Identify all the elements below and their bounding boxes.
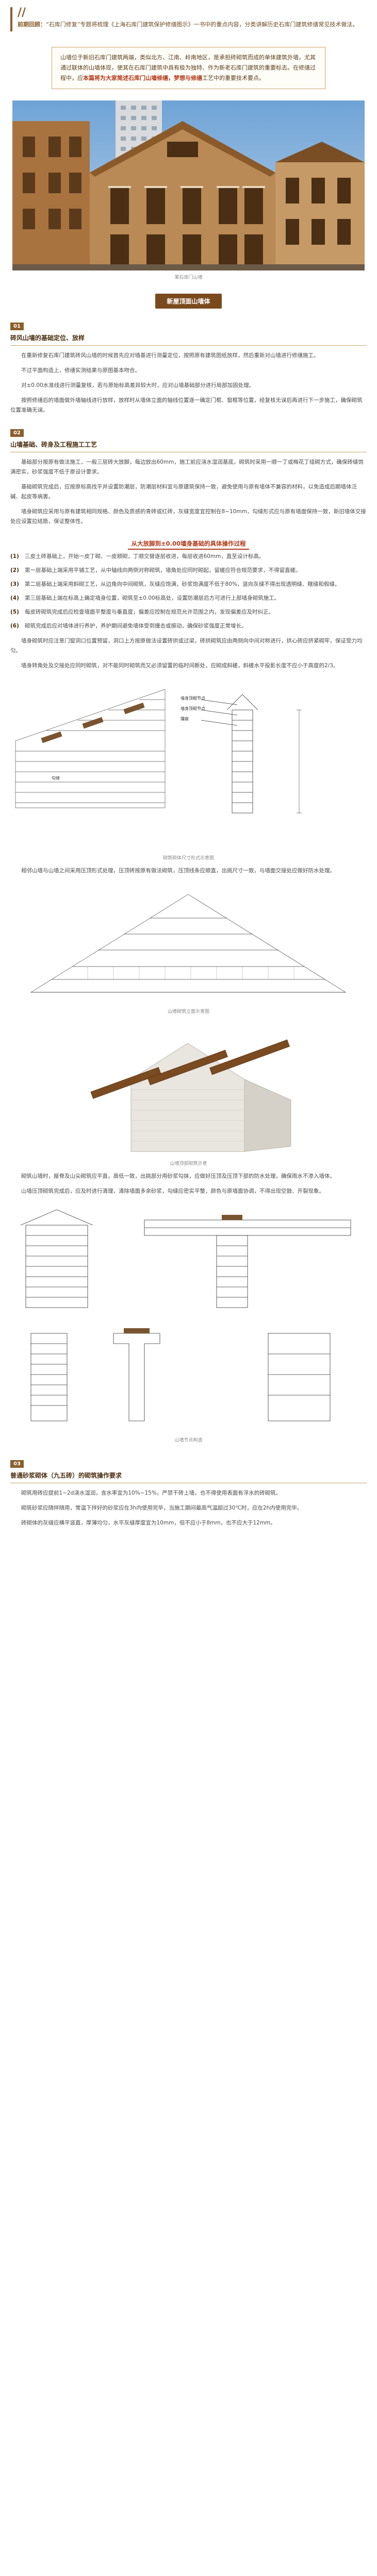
- subsection-03-title: 普通砂浆砌体（九五砖）的砌筑操作要求: [10, 1471, 367, 1483]
- summary-box: 山墙位于新旧石库门建筑两端，类似北方、江南、岭南地区，是承担砖砌筑而成的单体建筑…: [52, 47, 325, 89]
- step-text: 每皮砖砌筑完成后应检查墙面平整度与垂直度，偏差应控制在规范允许范围之内，发现偏差…: [25, 609, 274, 615]
- photo-caption: 某石库门山墙: [174, 275, 203, 280]
- gable-elevation-svg: [10, 884, 367, 1003]
- subsection-01-title: 砖风山墙的基础定位、放样: [10, 333, 367, 346]
- drawing3-caption: 山墙节点构造: [174, 1438, 203, 1443]
- s01-paragraph: 在重新修复石库门建筑砖风山墙的时候首先应对墙基进行测量定位，按照原有建筑图纸放样…: [21, 352, 319, 359]
- step-item: (1) 三皮土砖基础上，开始一皮丁砌、一皮顺砌，丁顺交替逐层收进，每层收进60mm…: [10, 552, 367, 562]
- intro-text: 前期回顾：“石库门修复”专题将梳理《上海石库门建筑保护修缮图示》一书中的重点内容…: [18, 18, 358, 31]
- section-banner: 新屋顶面山墙体: [0, 294, 377, 309]
- s02-paragraph: 墙身砌筑应采用与原有建筑相同规格、颜色及质感的青砖或红砖，灰缝宽度宜控制在8~1…: [10, 509, 366, 524]
- drawing-label: 镶嵌: [181, 716, 189, 721]
- step-text: 砌筑完成后应对墙体进行养护，养护期间避免墙体受到撞击或振动，确保砂浆强度正常增长…: [25, 623, 247, 629]
- step-text: 第三层基础上端在标高上确定墙身位置，砌筑至±0.00标高处，设置防潮层后方可进行…: [25, 595, 280, 601]
- s03-paragraph: 砌筑砂浆应随拌随用，常温下拌好的砂浆应在3h内使用完毕，当施工期间最高气温超过3…: [21, 1505, 303, 1511]
- drawing-label: 墙身顶砌节点: [181, 706, 205, 711]
- mid-paragraph: 山墙压顶砌筑完成后，应及时进行清理，清除墙面多余砂浆，勾缝应密实平整，颜色与原墙…: [21, 1188, 324, 1194]
- render1-caption: 山墙顶部砌筑示意: [170, 1161, 207, 1166]
- building-photo-illustration: [12, 100, 365, 270]
- s01-paragraph: 不过平面构造上，修缮实测结果与原图基本吻合。: [21, 367, 140, 374]
- subsection-01-header: 01 砖风山墙的基础定位、放样: [10, 320, 367, 346]
- step-number: (5): [10, 609, 19, 615]
- step-item: (2) 第一层基础上端采用平铺工艺，从中轴线向两侧对称砌筑，墙角处应同时砌起，留槎…: [10, 566, 367, 575]
- drawing2-caption: 山墙砌筑立面示意图: [167, 1009, 209, 1014]
- steps-title-text: 从大放脚到±0.00墙身基础的具体操作过程: [128, 540, 249, 550]
- summary-highlight: 本篇将为大家简述石库门山墙修缮，梦想与修缮: [83, 75, 202, 81]
- step-number: (6): [10, 623, 19, 629]
- intro-block: // 前期回顾：“石库门修复”专题将梳理《上海石库门建筑保护修缮图示》一书中的重…: [10, 7, 367, 31]
- gable-node-drawing: 山墙节点构造: [10, 1205, 367, 1443]
- step-item: (6) 砌筑完成后应对墙体进行养护，养护期间避免墙体受到撞击或振动，确保砂浆强度正…: [10, 621, 367, 631]
- s03-paragraph: 砌筑用砖应提前1~2d浇水湿润，含水率宜为10%~15%，严禁干砖上墙，也不得使…: [21, 1490, 282, 1496]
- step-number: (4): [10, 595, 19, 601]
- subsection-03-header: 03 普通砂浆砌体（九五砖）的砌筑操作要求: [10, 1458, 367, 1483]
- step-item: (4) 第三层基础上端在标高上确定墙身位置，砌筑至±0.00标高处，设置防潮层后方…: [10, 594, 367, 603]
- drawing-label: 勾缝: [52, 775, 60, 781]
- step-text: 第一层基础上端采用平铺工艺，从中轴线向两侧对称砌筑，墙角处应同时砌起，留槎应符合…: [25, 567, 301, 573]
- s02-paragraph: 基础部分按原有做法施工，一般三层砖大放脚，每边放出60mm，施工前应浇水湿润基底…: [10, 459, 364, 475]
- summary-text-b: 工艺中的重要技术要点。: [202, 75, 265, 81]
- gable-render: [0, 1023, 377, 1157]
- steps-title: 从大放脚到±0.00墙身基础的具体操作过程: [0, 538, 377, 550]
- building-photo: [12, 100, 365, 270]
- intro-accent-bar: [10, 7, 12, 31]
- gable-render-svg: [12, 1023, 365, 1157]
- step-number: (2): [10, 567, 19, 573]
- s02-paragraph: 墙身转角处及交接处应同时砌筑，对不能同时砌筑而又必须留置的临时间断处，应砌成斜槎…: [21, 663, 339, 669]
- s01-paragraph: 按照修缮后的墙面做外墙轴线进行放样，放样时从墙体立面的轴线位置逐一确定门框、窗框…: [10, 397, 363, 413]
- subsection-02-number: 02: [10, 429, 24, 437]
- step-number: (1): [10, 553, 19, 560]
- subsection-02-header: 02 山墙基础、砖身及工程施工工艺: [10, 427, 367, 452]
- subsection-01-number: 01: [10, 323, 24, 330]
- s03-paragraph: 砖砌体的灰缝应横平竖直，厚薄均匀，水平灰缝厚度宜为10mm，但不应小于8mm，也…: [21, 1520, 276, 1526]
- mid-paragraph: 砌筑山墙时，屋脊及山尖砌筑应平直，高低一致，出挑部分用砂浆勾抹，应做好压顶及压顶…: [21, 1173, 335, 1179]
- step-text: 三皮土砖基础上，开始一皮丁砌、一皮顺砌，丁顺交替逐层收进，每层收进60mm，直至…: [25, 553, 265, 560]
- subsection-03-number: 03: [10, 1460, 24, 1468]
- summary-text-a: 山墙位于新旧石库门建筑两端，类似北方、江南、岭南地区，是承担砖砌筑而成的单体建筑…: [60, 54, 316, 81]
- s01-paragraph: 对±0.00水准线进行测量复核，若与原始标高差异较大时，应对山墙基础部分进行局部…: [21, 382, 255, 388]
- drawing1-caption: 砌筑砌体尺寸形式示意图: [162, 856, 214, 861]
- step-text: 第二层基础上端采用斜砌工艺，从边角向中间砌筑，灰缝应饱满，砂浆饱满度不低于80%…: [25, 581, 340, 587]
- subsection-02-title: 山墙基础、砖身及工程施工工艺: [10, 440, 367, 452]
- step-number: (3): [10, 581, 19, 587]
- gable-elevation-drawing: 山墙砌筑立面示意图: [10, 884, 367, 1014]
- quote-icon: //: [18, 6, 26, 19]
- gable-node-svg: [10, 1205, 367, 1431]
- step-item: (3) 第二层基础上端采用斜砌工艺，从边角向中间砌筑，灰缝应饱满，砂浆饱满度不低于…: [10, 580, 367, 589]
- s02-paragraph: 墙身砌筑时应注意门窗洞口位置预留，洞口上方按原做法设置砖拱或过梁，砖拱砌筑应由两…: [10, 638, 363, 654]
- gable-masonry-svg: 勾缝 墙身顶砌节点 墙身顶砌节点 镶嵌: [10, 679, 367, 849]
- step-item: (5) 每皮砖砌筑完成后应检查墙面平整度与垂直度，偏差应控制在规范允许范围之内，发…: [10, 607, 367, 617]
- section-banner-label: 新屋顶面山墙体: [155, 294, 222, 309]
- s02-paragraph: 基础砌筑完成后，应按原标高找平并设置防潮层，防潮层材料宜与原建筑保持一致，避免使…: [10, 484, 357, 500]
- mid-paragraph: 相邻山墙与山墙之间采用压顶形式处理，压顶砖按原有做法砌筑，压顶线条应顺直，出挑尺…: [21, 868, 335, 874]
- intro-lead: 前期回顾：: [18, 21, 46, 28]
- intro-body: “石库门修复”专题将梳理《上海石库门建筑保护修缮图示》一书中的重点内容，分类讲解…: [46, 21, 358, 28]
- article-page: // 前期回顾：“石库门修复”专题将梳理《上海石库门建筑保护修缮图示》一书中的重…: [0, 7, 377, 1528]
- gable-masonry-drawing: 勾缝 墙身顶砌节点 墙身顶砌节点 镶嵌 砌筑砌: [10, 679, 367, 861]
- drawing-label: 墙身顶砌节点: [181, 696, 205, 701]
